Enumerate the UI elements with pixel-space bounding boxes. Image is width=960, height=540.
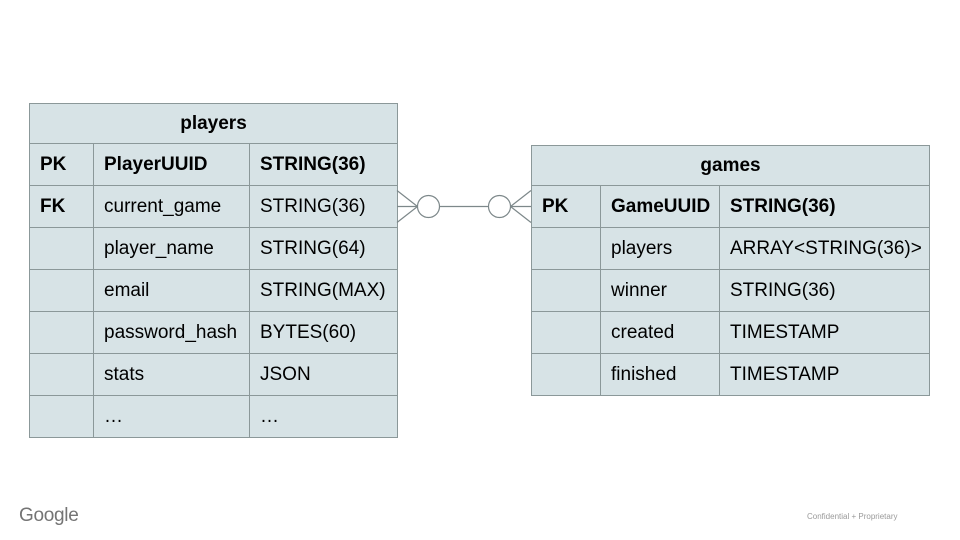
type-cell: JSON: [249, 353, 398, 396]
type-cell: BYTES(60): [249, 311, 398, 354]
table-title-row: players: [29, 103, 398, 144]
crows-foot-left-icon: [396, 190, 418, 223]
zero-circle-right-icon: [487, 194, 512, 219]
field-cell: finished: [600, 353, 720, 396]
games-table: games PK GameUUID STRING(36) players ARR…: [530, 145, 931, 396]
field-cell: players: [600, 227, 720, 270]
field-cell: PlayerUUID: [93, 143, 250, 186]
key-cell: [531, 227, 601, 270]
type-cell: STRING(36): [718, 185, 931, 228]
table-row: winner STRING(36): [531, 269, 931, 312]
field-cell: winner: [600, 269, 720, 312]
table-row: PK GameUUID STRING(36): [531, 185, 931, 228]
table-row: email STRING(MAX): [29, 269, 398, 312]
key-cell: [531, 269, 601, 312]
zero-circle-left-icon: [416, 194, 441, 219]
type-cell: ARRAY<STRING(36)>: [718, 227, 931, 270]
field-cell: player_name: [93, 227, 250, 270]
players-table-title: players: [29, 103, 398, 144]
confidentiality-note: Confidential + Proprietary: [807, 512, 898, 521]
key-cell: [531, 353, 601, 396]
field-cell: GameUUID: [600, 185, 720, 228]
table-row: finished TIMESTAMP: [531, 353, 931, 396]
key-cell: FK: [29, 185, 94, 228]
key-cell: PK: [531, 185, 601, 228]
table-row: stats JSON: [29, 353, 398, 396]
games-table-title: games: [530, 145, 931, 186]
type-cell: STRING(MAX): [249, 269, 398, 312]
key-cell: [29, 353, 94, 396]
type-cell: STRING(64): [249, 227, 398, 270]
field-cell: stats: [93, 353, 250, 396]
key-cell: PK: [29, 143, 94, 186]
field-cell: …: [93, 395, 250, 438]
type-cell: …: [249, 395, 398, 438]
table-row: PK PlayerUUID STRING(36): [29, 143, 398, 186]
table-row: created TIMESTAMP: [531, 311, 931, 354]
key-cell: [29, 227, 94, 270]
field-cell: current_game: [93, 185, 250, 228]
table-row: … …: [29, 395, 398, 438]
crows-foot-right-icon: [510, 190, 532, 223]
key-cell: [531, 311, 601, 354]
table-title-row: games: [530, 145, 931, 186]
type-cell: TIMESTAMP: [718, 353, 931, 396]
key-cell: [29, 395, 94, 438]
table-row: FK current_game STRING(36): [29, 185, 398, 228]
key-cell: [29, 269, 94, 312]
players-table: players PK PlayerUUID STRING(36) FK curr…: [29, 103, 398, 438]
field-cell: email: [93, 269, 250, 312]
table-row: password_hash BYTES(60): [29, 311, 398, 354]
type-cell: TIMESTAMP: [718, 311, 931, 354]
table-row: players ARRAY<STRING(36)>: [531, 227, 931, 270]
type-cell: STRING(36): [249, 143, 398, 186]
relationship-connector: [396, 190, 532, 223]
table-row: player_name STRING(64): [29, 227, 398, 270]
type-cell: STRING(36): [718, 269, 931, 312]
key-cell: [29, 311, 94, 354]
field-cell: password_hash: [93, 311, 250, 354]
type-cell: STRING(36): [249, 185, 398, 228]
google-logo: Google: [19, 505, 79, 526]
field-cell: created: [600, 311, 720, 354]
